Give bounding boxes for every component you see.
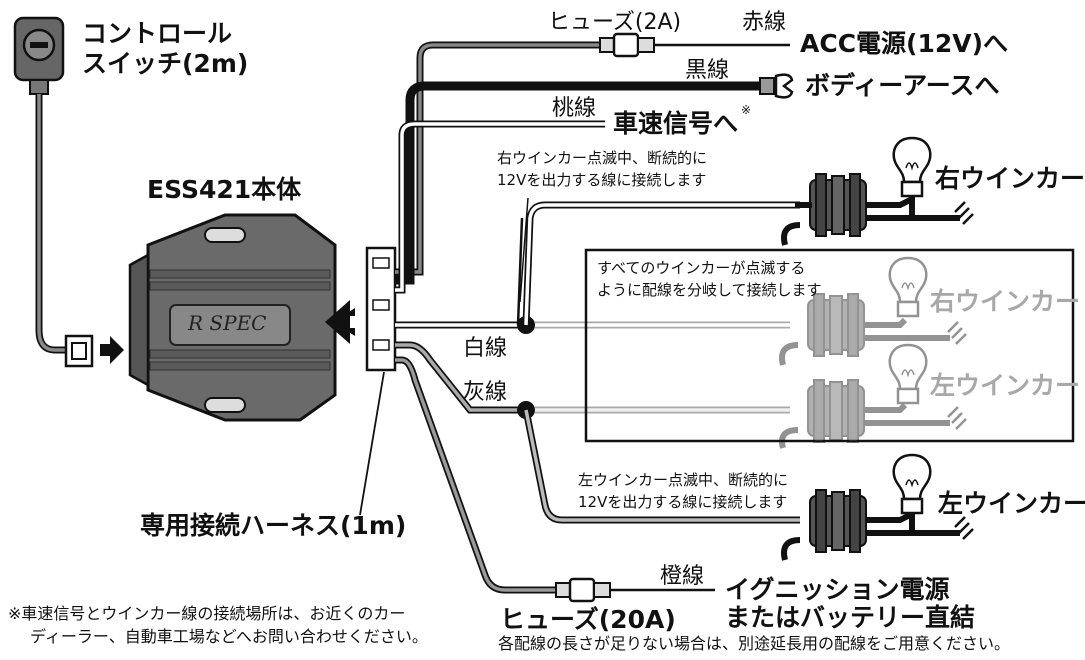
- right-signal-note-2: 12Vを出力する線に接続します: [497, 171, 707, 189]
- right-signal-note-1: 右ウインカー点滅中、断続的に: [497, 149, 708, 167]
- ground-terminal-icon: [774, 73, 794, 99]
- red-wire-label: 赤線: [742, 10, 787, 35]
- ignition-dest-label-1: イグニッション電源: [725, 575, 950, 604]
- orange-wire-label: 橙線: [660, 564, 705, 589]
- acc-dest-label: ACC電源(12V)へ: [800, 29, 1009, 58]
- ignition-dest-label-2: またはバッテリー直結: [725, 603, 976, 632]
- arrow-right-icon: [100, 336, 124, 364]
- orange-wire: [395, 356, 715, 594]
- gray-wire: [395, 341, 800, 524]
- speed-dest-label: 車速信号へ: [613, 109, 739, 138]
- left-blinker-box: [779, 343, 968, 449]
- control-switch: [13, 16, 65, 95]
- switch-label-1: コントロール: [82, 19, 233, 48]
- left-blinker-box-label: 左ウインカー: [930, 371, 1081, 400]
- bottom-note: 各配線の長さが足りない場合は、別途延長用の配線をご用意ください。: [498, 634, 1011, 653]
- right-blinker-box: [779, 256, 968, 366]
- white-wire: [395, 201, 800, 334]
- box-note-2: ように配線を分岐して接続します: [597, 281, 822, 299]
- harness-label: 専用接続ハーネス(1m): [140, 511, 407, 540]
- fuse-2a: [598, 32, 656, 58]
- switch-label-2: スイッチ(2m): [82, 49, 249, 78]
- left-blinker-bottom-label: 左ウインカー: [938, 489, 1085, 518]
- pink-wire: [395, 120, 605, 294]
- left-signal-note-2: 12Vを出力する線に接続します: [578, 493, 788, 511]
- footnote-1: ※車速信号とウインカー線の接続場所は、お近くのカー: [8, 604, 406, 623]
- black-wire-label: 黒線: [685, 58, 730, 83]
- fuse-20a-label: ヒューズ(20A): [500, 605, 676, 634]
- black-wire: [395, 73, 794, 285]
- right-blinker-top: [781, 136, 975, 246]
- fuse-2a-label: ヒューズ(2A): [548, 10, 682, 35]
- right-blinker-box-label: 右ウインカー: [930, 287, 1081, 316]
- unit-label: ESS421本体: [147, 175, 302, 204]
- left-blinker-bottom: [781, 453, 975, 561]
- box-note-1: すべてのウインカーが点滅する: [597, 259, 806, 277]
- unit-logo: R SPEC: [188, 311, 267, 335]
- pink-wire-label: 桃線: [552, 96, 597, 121]
- fuse-20a: [554, 577, 612, 603]
- gray-wire-label: 灰線: [463, 380, 508, 405]
- left-signal-note-1: 左ウインカー点滅中、断続的に: [578, 471, 789, 489]
- speed-note-mark: ※: [741, 103, 752, 117]
- ground-dest-label: ボディーアースへ: [805, 71, 1000, 100]
- footnote-2: ディーラー、自動車工場などへお問い合わせください。: [30, 627, 428, 646]
- white-wire-label: 白線: [463, 336, 508, 361]
- ess421-unit: [128, 213, 337, 422]
- right-blinker-top-label: 右ウインカー: [935, 164, 1085, 193]
- red-wire: [395, 41, 790, 276]
